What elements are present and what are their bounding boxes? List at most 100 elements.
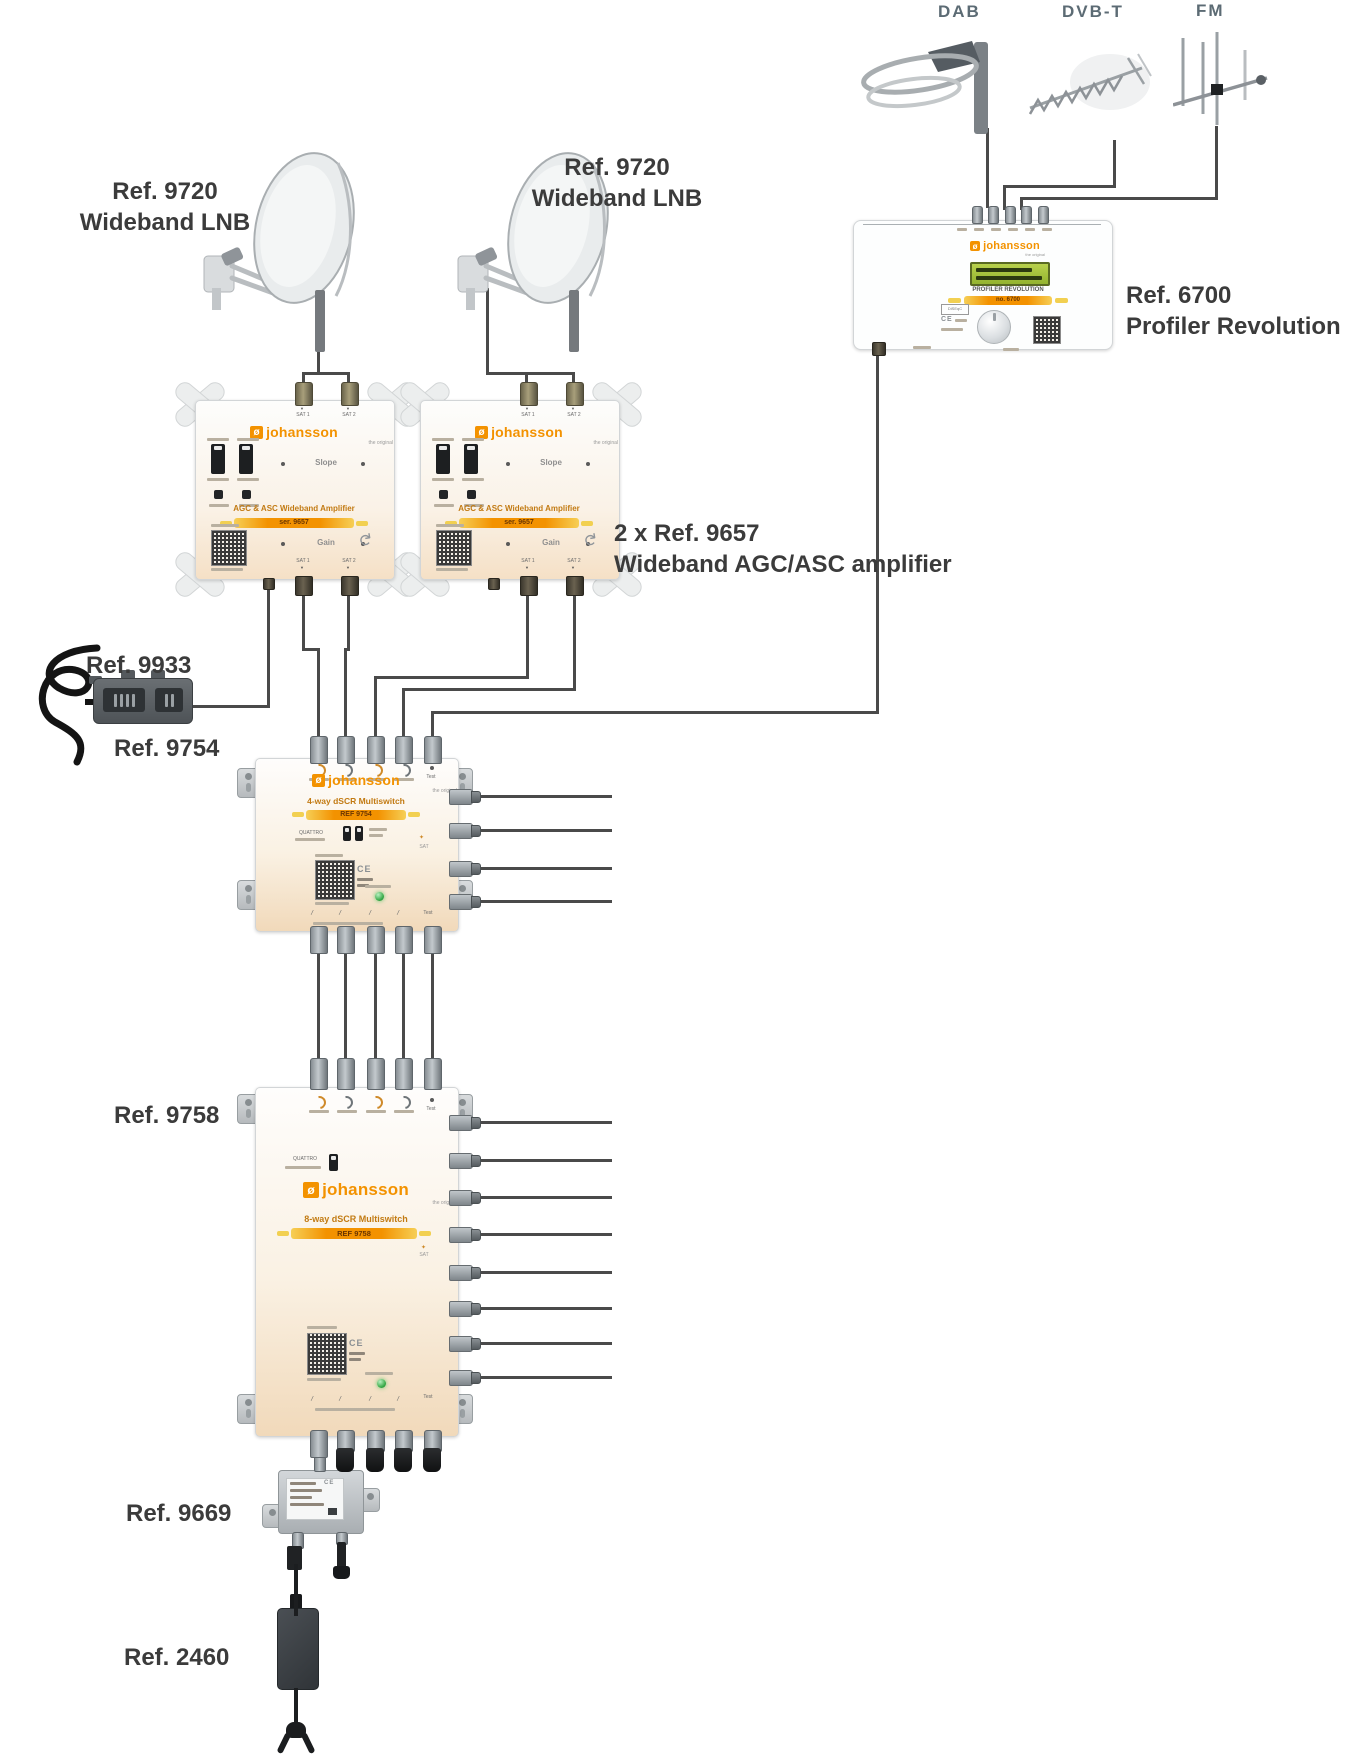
wire — [1003, 185, 1116, 188]
trim-pot — [214, 490, 223, 499]
power-led — [375, 892, 384, 901]
wire — [876, 348, 879, 714]
sat2-input-connector — [341, 382, 359, 406]
johansson-logo-icon: ø — [475, 425, 489, 439]
psu-9933-device — [25, 630, 275, 770]
mode-switch — [343, 826, 351, 841]
wire — [479, 1233, 612, 1236]
wire — [344, 648, 350, 651]
johansson-logo-icon: ø — [303, 1182, 320, 1198]
output-port — [872, 342, 886, 356]
test-port-label: Test — [426, 774, 436, 780]
ms9754-output-connector-tip — [471, 825, 481, 837]
terminator-cap — [394, 1448, 412, 1472]
wire — [302, 648, 320, 651]
ms9758-output-connector-tip — [471, 1192, 481, 1204]
wire — [1020, 197, 1023, 210]
ref-bar: ser. 9657 — [459, 518, 579, 528]
wire — [317, 952, 320, 1064]
wire — [479, 867, 612, 870]
sat1-output-connector — [295, 576, 313, 596]
wire — [302, 372, 305, 386]
ms9758-output-connector-tip — [471, 1338, 481, 1350]
wire — [479, 795, 612, 798]
wire — [302, 590, 305, 650]
sat1-input-connector — [520, 382, 538, 406]
sat2-input-connector — [566, 382, 584, 406]
test-port-label: Test — [426, 1106, 436, 1112]
wire — [317, 344, 320, 374]
mode-switch — [355, 826, 363, 841]
wire — [344, 952, 347, 1064]
sat2-output-connector — [341, 576, 359, 596]
plug-prong — [300, 1731, 316, 1755]
johansson-logo-icon: ø — [250, 425, 264, 439]
psu-body — [277, 1608, 319, 1690]
ms9754-trunk-connector — [424, 926, 442, 954]
qr-code — [211, 530, 247, 566]
input-port — [988, 206, 999, 224]
wire — [402, 688, 576, 691]
test-port-label: Test — [423, 910, 433, 916]
label-ref-9669: Ref. 9669 — [126, 1500, 232, 1527]
wire — [374, 952, 377, 1064]
ms9758-trunk-connector — [310, 1430, 328, 1458]
input-port — [972, 206, 983, 224]
qr-code — [307, 1333, 347, 1375]
gain-label: Gain — [317, 538, 335, 547]
ms9754-trunk-connector — [337, 926, 355, 954]
wire — [479, 1376, 612, 1379]
ms9758-output-connector — [449, 1153, 473, 1169]
label-ref-2460: Ref. 2460 — [124, 1644, 230, 1671]
splitter-9669-device: CE — [258, 1448, 382, 1584]
ms9758-output-connector-tip — [471, 1229, 481, 1241]
wire — [431, 711, 879, 714]
ms9754-input-connector — [367, 736, 385, 764]
mode-switch — [329, 1154, 338, 1171]
sat-mark: SAT — [419, 1252, 429, 1258]
input-port — [1038, 206, 1049, 224]
ms9758-input-connector — [424, 1058, 442, 1090]
ref-bar: REF 9754 — [306, 810, 406, 820]
ms9758-output-connector — [449, 1301, 473, 1317]
ce-mark: CE — [324, 1480, 335, 1486]
ms9758-input-connector — [310, 1058, 328, 1090]
wire — [486, 372, 575, 375]
wire — [1020, 197, 1218, 200]
slope-label: Slope — [540, 458, 562, 467]
sat1-input-connector — [295, 382, 313, 406]
wire — [347, 372, 350, 386]
power-led — [377, 1379, 386, 1388]
wire — [1113, 140, 1116, 188]
adjust-knob — [977, 310, 1011, 344]
fm-antenna-icon — [1173, 32, 1268, 125]
test-port-label: Test — [423, 1394, 433, 1400]
wire — [479, 1307, 612, 1310]
adjust-switch — [211, 444, 225, 474]
ms9758-output-connector — [449, 1370, 473, 1386]
trim-pot — [467, 490, 476, 499]
input-port — [1021, 206, 1032, 224]
ms9754-output-connector-tip — [471, 791, 481, 803]
wire — [479, 1271, 612, 1274]
port-row-line — [863, 224, 1101, 225]
wire — [479, 1342, 612, 1345]
panel-title: PROFILER REVOLUTION — [972, 287, 1044, 293]
power-port — [263, 578, 275, 590]
ms9754-trunk-connector — [367, 926, 385, 954]
ms9758-input-connector — [367, 1058, 385, 1090]
power-port — [488, 578, 500, 590]
terminator-cap — [336, 1448, 354, 1472]
slope-label: Slope — [315, 458, 337, 467]
ref-bar: no. 6700 — [964, 296, 1052, 305]
adjust-switch — [436, 444, 450, 474]
ms9758-output-connector — [449, 1227, 473, 1243]
dab-antenna-icon — [861, 41, 988, 134]
